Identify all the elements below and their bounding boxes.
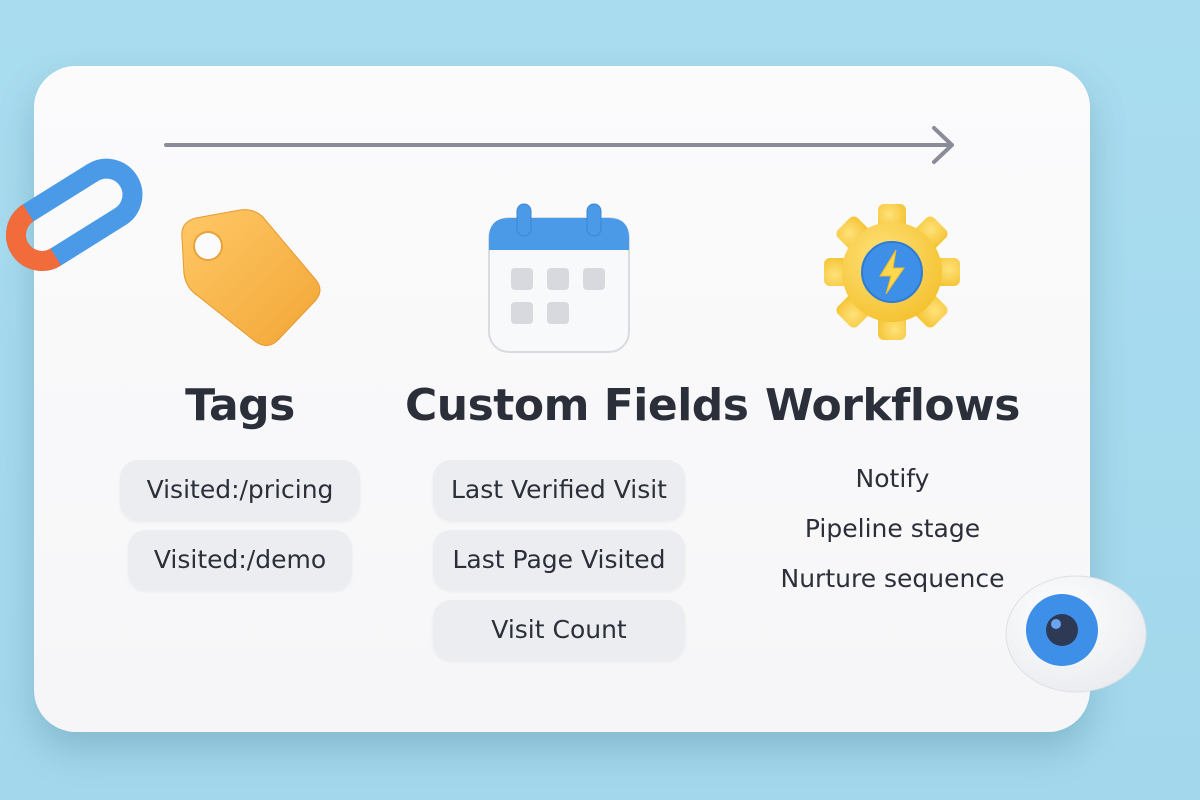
tag-item-pricing: Visited:/pricing [120, 460, 360, 520]
workflow-pipeline-stage: Pipeline stage [804, 514, 981, 543]
link-icon [6, 158, 143, 271]
tag-item-demo: Visited:/demo [128, 530, 352, 590]
workflow-nurture-sequence: Nurture sequence [780, 564, 1005, 593]
gear-lightning-icon [824, 204, 960, 340]
tag-icon [181, 209, 321, 346]
workflow-notify: Notify [855, 464, 930, 493]
calendar-icon [488, 203, 630, 353]
workflows-column: Workflows Notify Pipeline stage Nurture … [760, 0, 1025, 800]
custom-fields-column: Custom Fields Last Verified Visit Last P… [405, 0, 749, 800]
field-last-page-visited: Last Page Visited [433, 530, 685, 590]
custom-fields-title: Custom Fields [405, 380, 749, 431]
eye-icon [1005, 575, 1147, 693]
flow-arrow [164, 126, 954, 164]
tags-title: Tags [185, 380, 295, 431]
workflows-title: Workflows [765, 380, 1020, 431]
field-visit-count: Visit Count [433, 600, 685, 660]
tags-column: Tags Visited:/pricing Visited:/demo [110, 0, 370, 800]
field-last-verified-visit: Last Verified Visit [433, 460, 685, 520]
